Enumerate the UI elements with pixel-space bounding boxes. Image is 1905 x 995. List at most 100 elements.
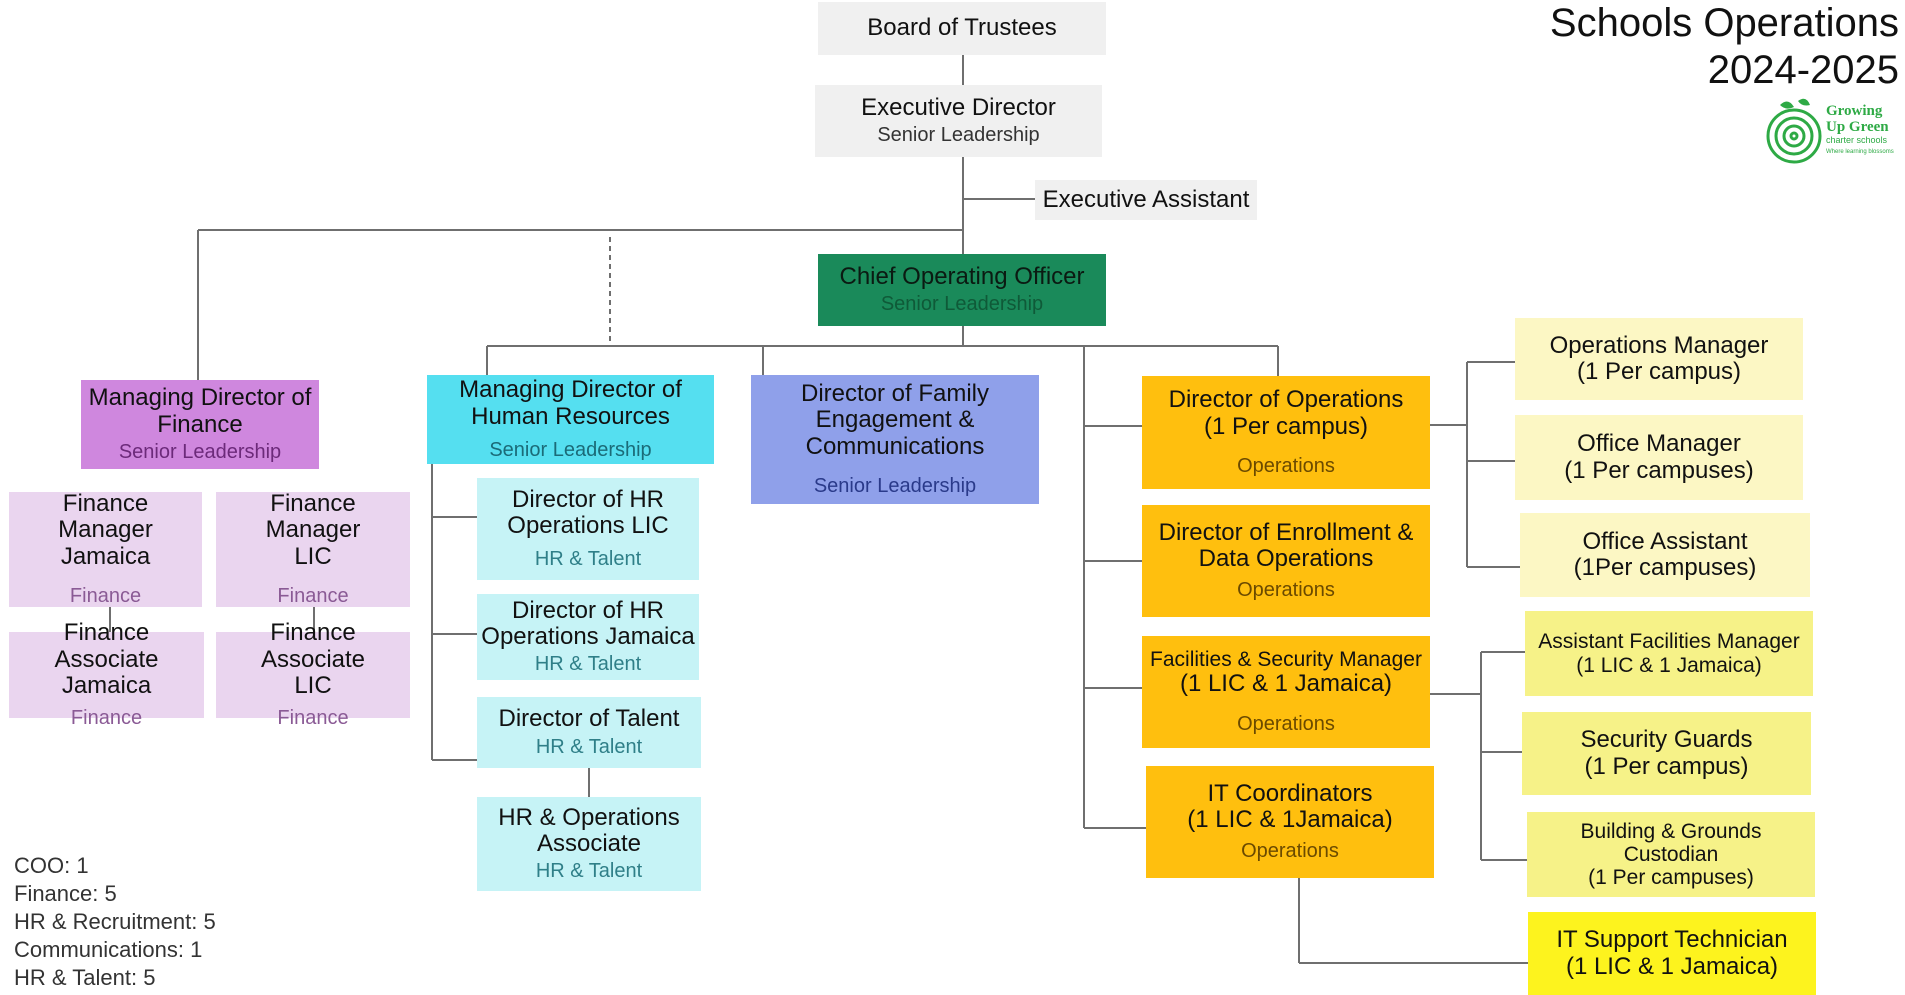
node-title-line-1: Managing Director of bbox=[459, 376, 682, 404]
node-operations-manager: Operations Manager (1 Per campus) bbox=[1515, 318, 1803, 400]
node-executive-assistant: Executive Assistant bbox=[1035, 180, 1257, 220]
node-department: HR & Talent bbox=[535, 860, 643, 883]
node-director-of-talent: Director of Talent HR & Talent bbox=[477, 697, 701, 768]
node-finance-manager-jamaica: Finance Manager Jamaica Finance bbox=[9, 490, 202, 608]
node-director-hr-operations-jamaica: Director of HR Operations Jamaica HR & T… bbox=[477, 594, 699, 680]
node-department: Operations bbox=[1237, 579, 1335, 602]
node-building-grounds-custodian: Building & Grounds Custodian (1 Per camp… bbox=[1527, 812, 1815, 897]
logo-text-line-1: Growing bbox=[1826, 103, 1883, 119]
node-office-manager: Office Manager (1 Per campuses) bbox=[1515, 415, 1803, 500]
node-title-line-1: HR & Operations bbox=[498, 803, 680, 831]
node-title: Executive Director bbox=[861, 93, 1056, 121]
node-title-line-1: Managing Director of bbox=[88, 384, 312, 412]
node-title-line-2: Finance bbox=[157, 410, 243, 438]
node-director-of-operations: Director of Operations (1 Per campus) Op… bbox=[1142, 376, 1430, 489]
node-title-line-2: Operations Jamaica bbox=[481, 623, 695, 650]
stat-line: HR & Recruitment: 5 bbox=[14, 908, 216, 934]
node-title-line-2: (1 LIC & 1 Jamaica) bbox=[1565, 952, 1779, 980]
node-department: Senior Leadership bbox=[489, 438, 652, 461]
node-facilities-security-manager: Facilities & Security Manager (1 LIC & 1… bbox=[1142, 636, 1430, 748]
node-board-of-trustees: Board of Trustees bbox=[818, 2, 1106, 55]
node-title-line-1: Building & Grounds bbox=[1580, 819, 1762, 843]
node-title-line-2: Engagement & bbox=[815, 406, 975, 434]
node-department: HR & Talent bbox=[535, 735, 643, 758]
node-department: Finance bbox=[69, 585, 142, 608]
node-title-line-2: LIC bbox=[294, 542, 332, 570]
node-title-line-1: Office Assistant bbox=[1582, 527, 1748, 555]
stat-line: Finance: 5 bbox=[14, 880, 117, 906]
logo-text-line-2: Up Green bbox=[1826, 119, 1889, 135]
node-director-family-engagement: Director of Family Engagement & Communic… bbox=[751, 375, 1039, 504]
node-title-line-2: Custodian bbox=[1623, 842, 1719, 866]
node-office-assistant: Office Assistant (1Per campuses) bbox=[1520, 513, 1810, 597]
node-title-line-2: (1 LIC & 1Jamaica) bbox=[1187, 806, 1393, 833]
node-executive-director: Executive Director Senior Leadership bbox=[815, 85, 1102, 157]
node-title-line-2: (1 Per campuses) bbox=[1564, 456, 1754, 484]
node-title-line-1: Assistant Facilities Manager bbox=[1538, 630, 1800, 654]
node-department: Finance bbox=[277, 585, 349, 608]
logo-text-line-3: charter schools bbox=[1826, 135, 1888, 145]
node-title-line-2: (1 Per campus) bbox=[1576, 358, 1742, 385]
node-title-line-1: Director of HR bbox=[511, 485, 665, 513]
node-title-line-1: Director of Family bbox=[800, 379, 990, 407]
node-title-line-1: Finance Associate bbox=[260, 619, 366, 673]
growing-up-green-logo: Growing Up Green charter schools Where l… bbox=[1760, 95, 1905, 170]
node-title: Chief Operating Officer bbox=[839, 262, 1085, 290]
node-title-line-2: Jamaica bbox=[60, 542, 151, 570]
node-director-hr-operations-lic: Director of HR Operations LIC HR & Talen… bbox=[477, 478, 699, 580]
node-title-line-2: (1 LIC & 1 Jamaica) bbox=[1576, 653, 1762, 677]
node-department: Senior Leadership bbox=[877, 124, 1040, 147]
node-department: Senior Leadership bbox=[880, 293, 1044, 316]
node-it-coordinators: IT Coordinators (1 LIC & 1Jamaica) Opera… bbox=[1146, 766, 1434, 878]
node-department: Operations bbox=[1241, 840, 1339, 863]
node-department: Senior Leadership bbox=[118, 440, 282, 463]
node-assistant-facilities-manager: Assistant Facilities Manager (1 LIC & 1 … bbox=[1525, 611, 1813, 696]
node-chief-operating-officer: Chief Operating Officer Senior Leadershi… bbox=[818, 254, 1106, 326]
node-security-guards: Security Guards (1 Per campus) bbox=[1522, 712, 1811, 795]
node-title-line-2: (1 LIC & 1 Jamaica) bbox=[1179, 670, 1393, 698]
node-managing-director-finance: Managing Director of Finance Senior Lead… bbox=[81, 380, 319, 469]
page-title: Schools Operations 2024-2025 bbox=[1550, 0, 1899, 94]
node-title-line-2: LIC bbox=[294, 672, 332, 700]
node-title: Executive Assistant bbox=[1042, 185, 1250, 213]
node-title-line-1: IT Coordinators bbox=[1207, 779, 1373, 807]
title-line-2: 2024-2025 bbox=[1707, 48, 1899, 93]
logo-tagline: Where learning blossoms bbox=[1826, 149, 1894, 155]
node-director-enrollment-data: Director of Enrollment & Data Operations… bbox=[1142, 505, 1430, 617]
stat-line: COO: 1 bbox=[14, 853, 89, 878]
node-title-line-2: Operations LIC bbox=[507, 512, 669, 539]
node-title-line-1: Security Guards bbox=[1580, 726, 1753, 754]
node-title: Director of Talent bbox=[498, 705, 680, 733]
node-title-line-2: Associate bbox=[536, 830, 642, 857]
node-department: Finance bbox=[277, 706, 349, 729]
node-title-line-1: Finance Manager bbox=[265, 489, 361, 544]
node-finance-manager-lic: Finance Manager LIC Finance bbox=[216, 489, 410, 608]
node-department: HR & Talent bbox=[534, 653, 642, 676]
title-line-1: Schools Operations bbox=[1549, 1, 1899, 45]
node-title-line-2: (1 Per campus) bbox=[1584, 752, 1749, 780]
stat-line: Communications: 1 bbox=[14, 936, 203, 962]
node-title-line-1: Finance Associate bbox=[54, 619, 159, 673]
node-department: Finance bbox=[70, 706, 143, 729]
node-title-line-3: (1 Per campuses) bbox=[1588, 866, 1754, 890]
node-title-line-2: Jamaica bbox=[61, 672, 152, 700]
node-title-line-1: Director of Enrollment & bbox=[1158, 518, 1414, 546]
node-title-line-1: Office Manager bbox=[1577, 430, 1741, 458]
spiral-leaf-logo-icon: Growing Up Green charter schools Where l… bbox=[1766, 98, 1894, 164]
node-title-line-2: (1 Per campus) bbox=[1203, 412, 1369, 440]
node-it-support-technician: IT Support Technician (1 LIC & 1 Jamaica… bbox=[1528, 912, 1816, 995]
node-title: Board of Trustees bbox=[867, 14, 1057, 42]
node-title-line-1: IT Support Technician bbox=[1556, 926, 1788, 954]
node-department: Operations bbox=[1237, 454, 1335, 477]
node-finance-associate-jamaica: Finance Associate Jamaica Finance bbox=[9, 620, 204, 729]
node-department: HR & Talent bbox=[534, 548, 642, 571]
node-finance-associate-lic: Finance Associate LIC Finance bbox=[216, 620, 410, 729]
node-department: Operations bbox=[1237, 712, 1335, 735]
node-title-line-2: Human Resources bbox=[471, 402, 670, 430]
node-hr-operations-associate: HR & Operations Associate HR & Talent bbox=[477, 797, 701, 891]
node-title-line-1: Operations Manager bbox=[1549, 331, 1769, 359]
node-managing-director-hr: Managing Director of Human Resources Sen… bbox=[427, 375, 714, 464]
node-title-line-2: Data Operations bbox=[1198, 545, 1374, 572]
node-title-line-2: (1Per campuses) bbox=[1573, 554, 1757, 581]
